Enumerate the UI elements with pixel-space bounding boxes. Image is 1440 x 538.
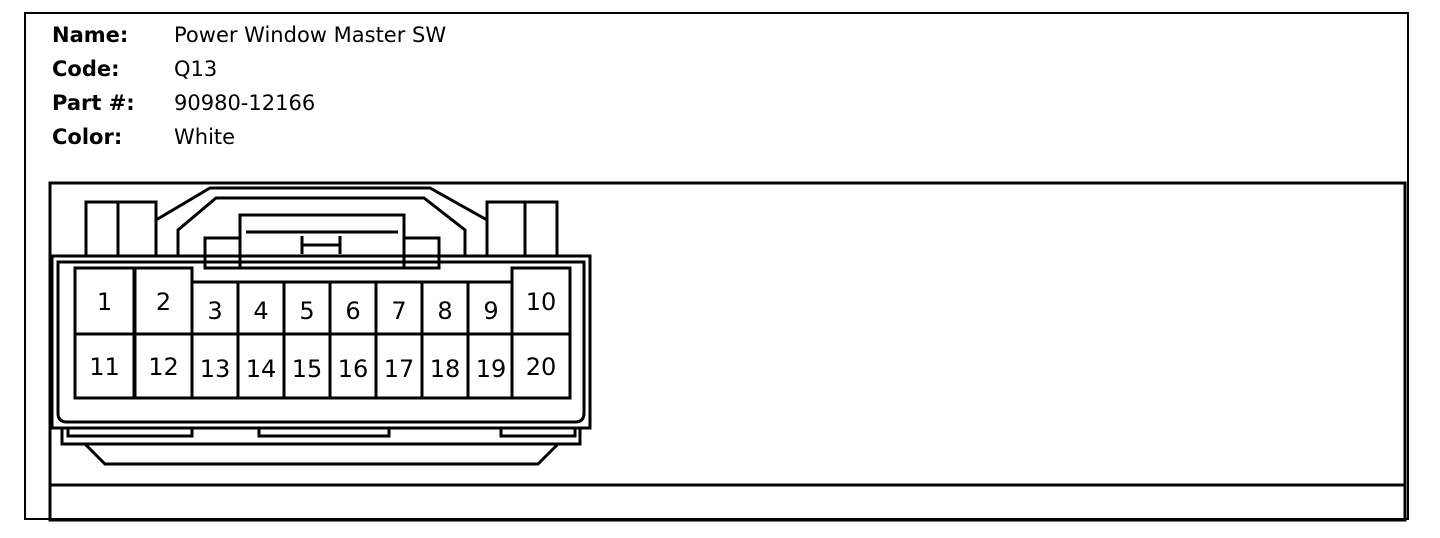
pin-number: 17	[384, 355, 415, 383]
pin-number: 9	[483, 297, 498, 325]
pin-number: 15	[292, 355, 323, 383]
left-latch-outer	[84, 200, 120, 258]
pin-number: 6	[345, 297, 360, 325]
pin-cavity	[510, 332, 572, 400]
pin-number: 10	[526, 288, 557, 316]
pin-number: 3	[207, 297, 222, 325]
pin-number: 16	[338, 355, 369, 383]
right-latch-outer	[523, 200, 559, 258]
right-latch-inner	[485, 200, 527, 258]
name-label: Name:	[52, 23, 129, 47]
rail-segment-center	[257, 426, 391, 438]
pin-number: 2	[156, 288, 171, 316]
lock-hood-inner	[176, 196, 467, 256]
pin-number: 12	[148, 353, 179, 381]
lock-hood-outer	[154, 186, 489, 256]
part-number: 90980-12166	[174, 91, 316, 115]
rail-segment-right	[499, 426, 577, 438]
pin-number: 5	[299, 297, 314, 325]
rail-segment-left	[66, 426, 194, 438]
connector-name: Power Window Master SW	[174, 23, 447, 47]
pin-number: 8	[437, 297, 452, 325]
pin-number: 19	[476, 355, 507, 383]
pin-number: 18	[430, 355, 461, 383]
pin-number: 4	[253, 297, 268, 325]
diagram-panel	[48, 181, 1407, 522]
code-label: Code:	[52, 57, 120, 81]
pin-number: 11	[89, 353, 120, 381]
housing-body	[50, 254, 592, 430]
pin-cavity	[420, 280, 470, 336]
bottom-rail	[60, 428, 582, 446]
pin-number: 14	[246, 355, 277, 383]
connector-housing	[50, 186, 592, 466]
pin-cavity	[73, 266, 136, 336]
pin-number: 13	[200, 355, 231, 383]
pin-cavity	[282, 332, 332, 400]
left-latch-inner	[116, 200, 158, 258]
pin-number: 1	[97, 288, 112, 316]
bottom-skirt	[83, 442, 560, 466]
pin-cavity	[73, 332, 136, 400]
pin-number: 7	[391, 297, 406, 325]
connector-color: White	[174, 125, 236, 149]
connector-code: Q13	[174, 57, 218, 81]
pin-number: 20	[526, 353, 557, 381]
pin-cavity	[374, 332, 424, 400]
housing-inner-wall	[56, 260, 586, 424]
lock-tab-center	[238, 213, 406, 270]
color-label: Color:	[52, 125, 123, 149]
pin-cavity	[510, 266, 572, 336]
part-label: Part #:	[52, 91, 135, 115]
